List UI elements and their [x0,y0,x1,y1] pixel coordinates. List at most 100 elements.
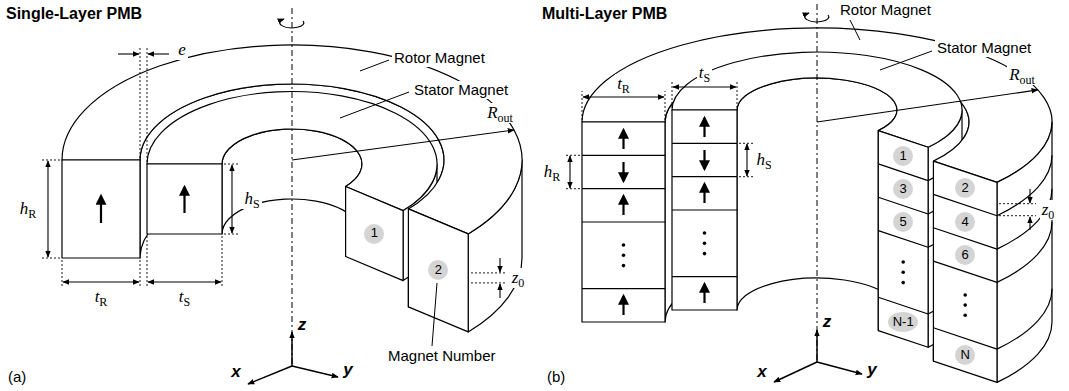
multi-layer-bearing [933,194,997,349]
multi-layer-bearing [878,164,928,314]
extension-line [739,176,753,177]
symbol-letter: h [20,199,29,218]
extension-line [665,91,666,120]
magnetization-arrow [622,196,624,215]
extension-line [62,260,63,288]
symbol-subscript: S [765,158,772,172]
symbol-letter: z [512,268,519,287]
panel-letter: (a) [6,368,28,385]
rotation-axis [292,4,817,366]
magnet-number-text: 1 [900,149,907,163]
magnet-number-text: N-1 [893,315,914,329]
dimension-symbol: z0 [1040,200,1057,220]
extension-line [42,46,1036,288]
dimension-arrow [48,54,1038,298]
multi-layer-bearing [933,161,997,382]
magnetization-arrow [703,284,705,303]
dimension-symbol: hR [542,162,563,182]
continuation-dots [901,271,905,275]
dimension-arrow [499,258,500,272]
part-label: Magnet Number [386,347,498,364]
symbol-letter: z [1042,200,1049,219]
extension-line [737,81,738,108]
dimension-symbol: hS [242,189,261,209]
panel-letter: (b) [545,368,567,385]
extension-line [471,272,506,273]
continuation-dots [622,243,626,247]
dimension-symbol: tR [93,287,110,307]
extension-line [999,203,1036,204]
continuation-dots [622,231,967,317]
extension-line [739,143,753,144]
dimension-arrow [583,96,664,97]
symbol-subscript: R [622,82,630,96]
single-layer-bearing [408,209,468,332]
dimension-symbol: e [176,40,188,60]
coordinate-axis [774,362,817,382]
single-layer-bearing [147,164,222,234]
magnet-number-text: 2 [962,181,969,195]
part-label: Rotor Magnet [838,1,933,18]
magnet-number: 5 [893,212,913,232]
magnetization-arrow [703,150,705,169]
dimension-arrow [292,130,514,160]
continuation-dots [622,254,626,258]
leader-line [880,51,932,70]
extension-line [224,234,238,235]
rotation-arrow [805,13,829,22]
coordinate-axis [817,362,862,374]
extension-line [42,160,60,161]
magnet-number: 2 [955,178,975,198]
multi-layer-bearing [672,143,737,276]
continuation-dots [963,303,967,307]
magnet-number-text: 4 [962,215,969,229]
extension-line [672,81,673,108]
dimension-arrow [673,86,736,87]
part-label: Stator Magnet [935,39,1033,56]
multi-layer-bearing [582,122,665,322]
leader-line [432,283,437,346]
axis-label: x [755,362,768,382]
multi-layer-bearing [582,155,665,288]
continuation-dots [963,293,967,297]
magnet-number: 3 [893,179,913,199]
symbol-subscript: 0 [518,276,524,290]
symbol-letter: t [95,287,100,306]
magnet-number: 4 [955,212,975,232]
magnetization-arrow [624,118,705,315]
symbol-subscript: out [1020,73,1035,87]
dimension-arrow [569,156,570,188]
symbol-letter: t [179,287,184,306]
extension-line [140,46,141,158]
multi-layer-bearing [878,131,928,348]
magnet-number: 1 [364,224,384,244]
dimension-arrow [231,165,232,233]
magnet-number-text: N [960,348,969,362]
dimension-symbol: tS [697,63,712,83]
symbol-letter: t [617,74,622,93]
part-label: Rotor Magnet [392,49,487,66]
magnetization-arrow [101,187,185,223]
continuation-dots [703,231,707,235]
extension-line [471,282,506,283]
symbol-subscript: S [253,197,260,211]
magnetization-arrow [183,187,185,213]
magnetization-arrow [622,162,624,181]
symbol-letter: h [756,150,765,169]
coordinate-axis [248,366,292,384]
symbol-letter: R [1009,65,1019,84]
magnetization-arrow [703,118,705,137]
panel-title: Single-Layer PMB [4,5,144,23]
magnet-number: N [955,345,975,365]
extension-line [999,215,1036,216]
magnet-number-text: 6 [962,248,969,262]
axis-label: y [865,360,878,380]
axis-label: y [341,360,354,380]
single-layer-bearing [346,187,404,281]
symbol-letter: h [544,162,553,181]
dimension-symbol: tS [177,287,192,307]
dimension-arrow [1029,189,1030,203]
multi-layer-bearing [997,122,1052,382]
dimension-symbol: Rout [485,103,515,123]
